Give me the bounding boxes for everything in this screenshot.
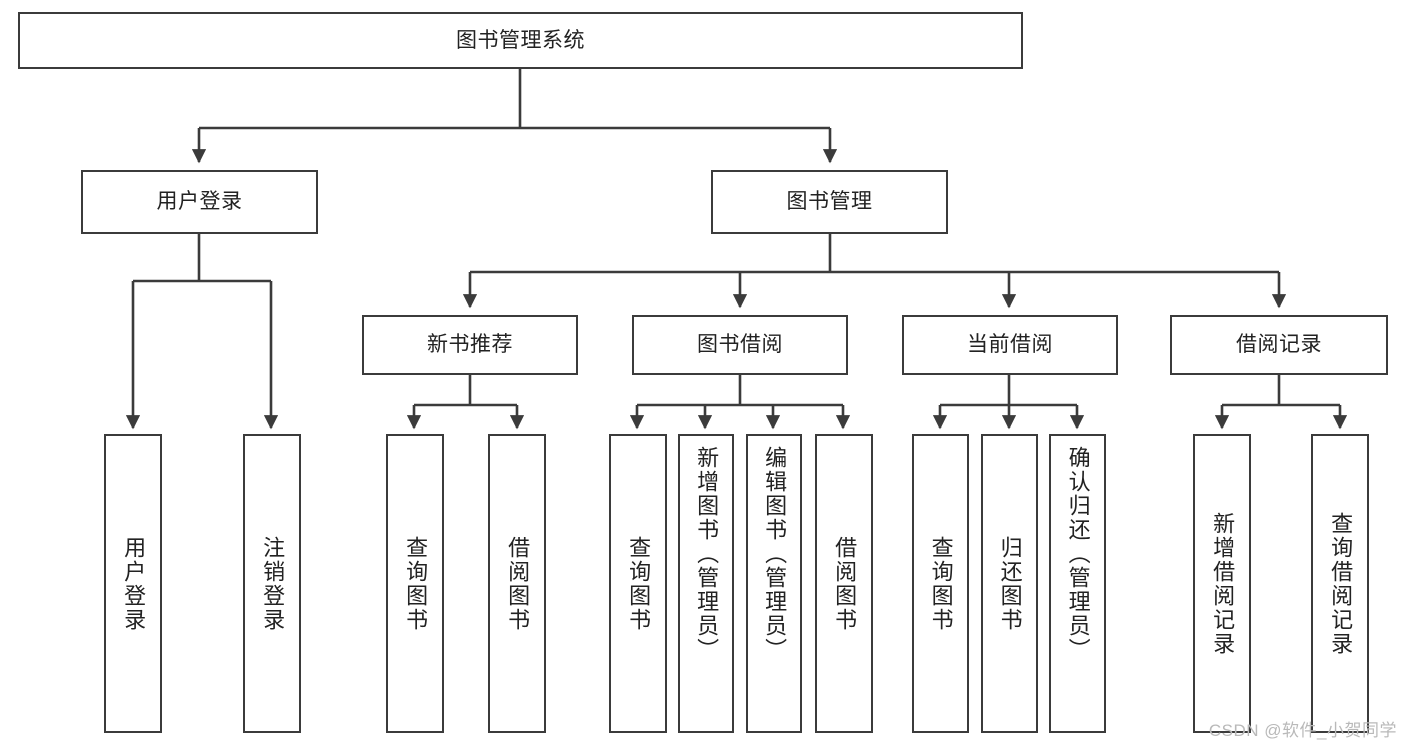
node-leaf-add-record[interactable]: 新增借阅记录	[1193, 434, 1251, 733]
node-current-borrow[interactable]: 当前借阅	[902, 315, 1118, 375]
node-leaf-query-record[interactable]: 查询借阅记录	[1311, 434, 1369, 733]
node-leaf-query-book-3-label: 查询图书	[928, 535, 954, 632]
node-leaf-borrow-book-1[interactable]: 借阅图书	[488, 434, 546, 733]
node-root[interactable]: 图书管理系统	[18, 12, 1023, 69]
node-leaf-confirm-return-label: 确认归还（管理员）	[1065, 446, 1091, 662]
node-borrow-record[interactable]: 借阅记录	[1170, 315, 1388, 375]
node-leaf-borrow-book-2[interactable]: 借阅图书	[815, 434, 873, 733]
node-new-book-recommend-label: 新书推荐	[427, 333, 513, 357]
node-user-login[interactable]: 用户登录	[81, 170, 318, 234]
node-borrow-record-label: 借阅记录	[1236, 333, 1322, 357]
node-leaf-query-book-3[interactable]: 查询图书	[912, 434, 969, 733]
node-leaf-user-login[interactable]: 用户登录	[104, 434, 162, 733]
csdn-watermark: CSDN @软件_小贺同学	[1208, 721, 1397, 740]
node-root-label: 图书管理系统	[456, 28, 585, 52]
node-leaf-add-book-label: 新增图书（管理员）	[694, 446, 720, 662]
node-leaf-return-book-label: 归还图书	[997, 535, 1023, 632]
node-new-book-recommend[interactable]: 新书推荐	[362, 315, 578, 375]
node-leaf-user-logout[interactable]: 注销登录	[243, 434, 301, 733]
node-leaf-confirm-return[interactable]: 确认归还（管理员）	[1049, 434, 1106, 733]
node-book-manage[interactable]: 图书管理	[711, 170, 948, 234]
node-leaf-return-book[interactable]: 归还图书	[981, 434, 1038, 733]
node-leaf-query-book-2-label: 查询图书	[626, 535, 652, 632]
node-leaf-borrow-book-1-label: 借阅图书	[505, 535, 531, 632]
node-leaf-add-book[interactable]: 新增图书（管理员）	[678, 434, 734, 733]
node-leaf-query-record-label: 查询借阅记录	[1328, 511, 1354, 656]
node-user-login-label: 用户登录	[156, 190, 243, 214]
node-book-borrow-label: 图书借阅	[697, 333, 783, 357]
node-leaf-query-book-1[interactable]: 查询图书	[386, 434, 444, 733]
node-book-manage-label: 图书管理	[786, 190, 873, 214]
node-leaf-edit-book-label: 编辑图书（管理员）	[762, 446, 788, 662]
node-leaf-add-record-label: 新增借阅记录	[1210, 511, 1236, 656]
node-current-borrow-label: 当前借阅	[967, 333, 1053, 357]
node-leaf-user-logout-label: 注销登录	[260, 535, 286, 632]
node-book-borrow[interactable]: 图书借阅	[632, 315, 848, 375]
node-leaf-user-login-label: 用户登录	[121, 535, 147, 632]
node-leaf-query-book-1-label: 查询图书	[403, 535, 429, 632]
node-leaf-query-book-2[interactable]: 查询图书	[609, 434, 667, 733]
node-leaf-borrow-book-2-label: 借阅图书	[832, 535, 858, 632]
node-leaf-edit-book[interactable]: 编辑图书（管理员）	[746, 434, 802, 733]
